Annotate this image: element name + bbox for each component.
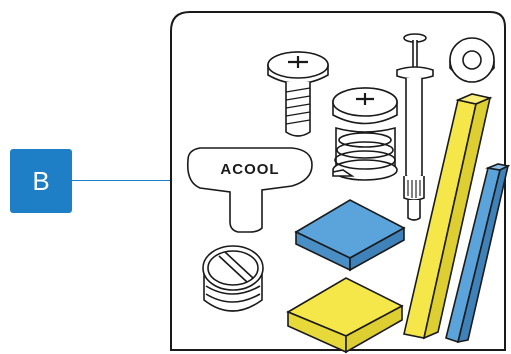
plug-cap-icon [203, 246, 263, 311]
logo-tag-text: ΑCOOL [220, 161, 279, 178]
washer-icon [450, 38, 494, 82]
spring-screw-icon [333, 88, 397, 180]
